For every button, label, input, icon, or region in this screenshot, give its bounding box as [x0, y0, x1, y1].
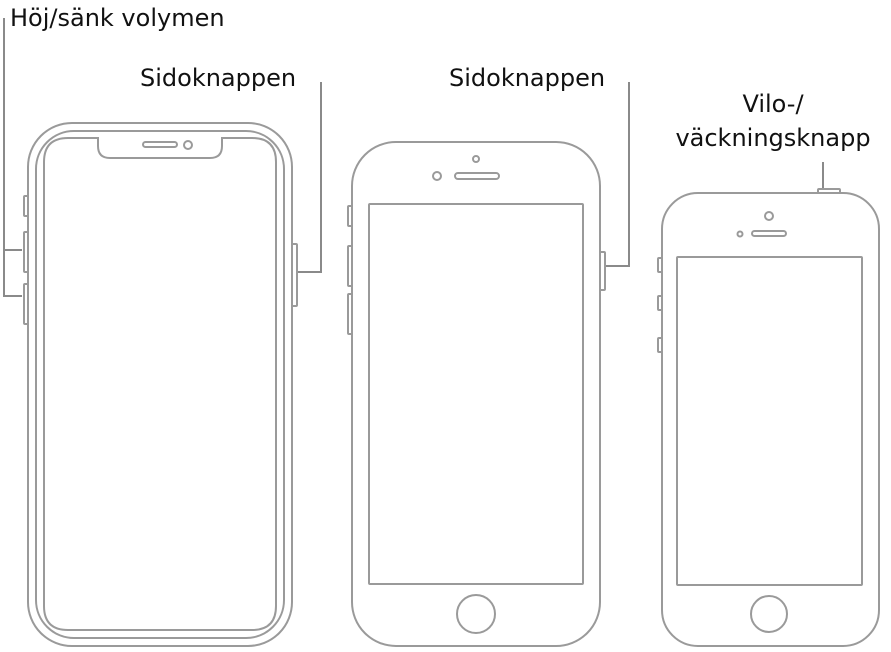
- sensor: [736, 230, 744, 238]
- side-button-2: [599, 251, 606, 291]
- volume-up-button: [23, 231, 29, 273]
- front-camera: [183, 140, 193, 150]
- home-button: [456, 594, 496, 634]
- phone-face-id-bezel: [35, 130, 285, 639]
- label-side-button-1: Sidoknappen: [140, 64, 297, 92]
- volume-up-button: [657, 295, 663, 311]
- side-button-1: [291, 243, 298, 307]
- label-sleep-wake-line2: väckningsknapp: [675, 124, 871, 152]
- label-side-button-2: Sidoknappen: [449, 64, 606, 92]
- mute-switch: [347, 205, 353, 227]
- phone-face-id: [23, 122, 298, 647]
- callout-line-side-button-2: [606, 82, 630, 267]
- callout-line-side-button-1: [298, 82, 322, 273]
- phone-small-body: [661, 192, 880, 647]
- speaker-grille: [454, 172, 500, 180]
- label-volume: Höj/sänk volymen: [10, 4, 225, 32]
- front-camera: [764, 211, 774, 221]
- sleep-wake-button: [817, 188, 841, 194]
- speaker-grille: [751, 230, 787, 237]
- phone-small-screen: [676, 256, 863, 586]
- sensor: [432, 171, 442, 181]
- phone-home-button: [347, 141, 606, 647]
- label-sleep-wake-line1: Vilo-/: [742, 90, 804, 118]
- mute-switch: [23, 195, 29, 217]
- volume-down-button: [23, 283, 29, 325]
- phone-home-button-body: [351, 141, 601, 647]
- volume-down-button: [657, 337, 663, 353]
- volume-up-button: [347, 245, 353, 287]
- callout-line-volume: [3, 18, 22, 297]
- phone-home-button-screen: [368, 203, 584, 585]
- volume-down-button: [347, 293, 353, 335]
- phone-small-home-button: [657, 188, 880, 647]
- mute-switch: [657, 257, 663, 273]
- speaker-grille: [142, 141, 178, 148]
- phone-face-id-screen: [43, 137, 277, 631]
- front-camera: [472, 155, 480, 163]
- phone-face-id-body: [27, 122, 293, 647]
- home-button: [750, 595, 788, 633]
